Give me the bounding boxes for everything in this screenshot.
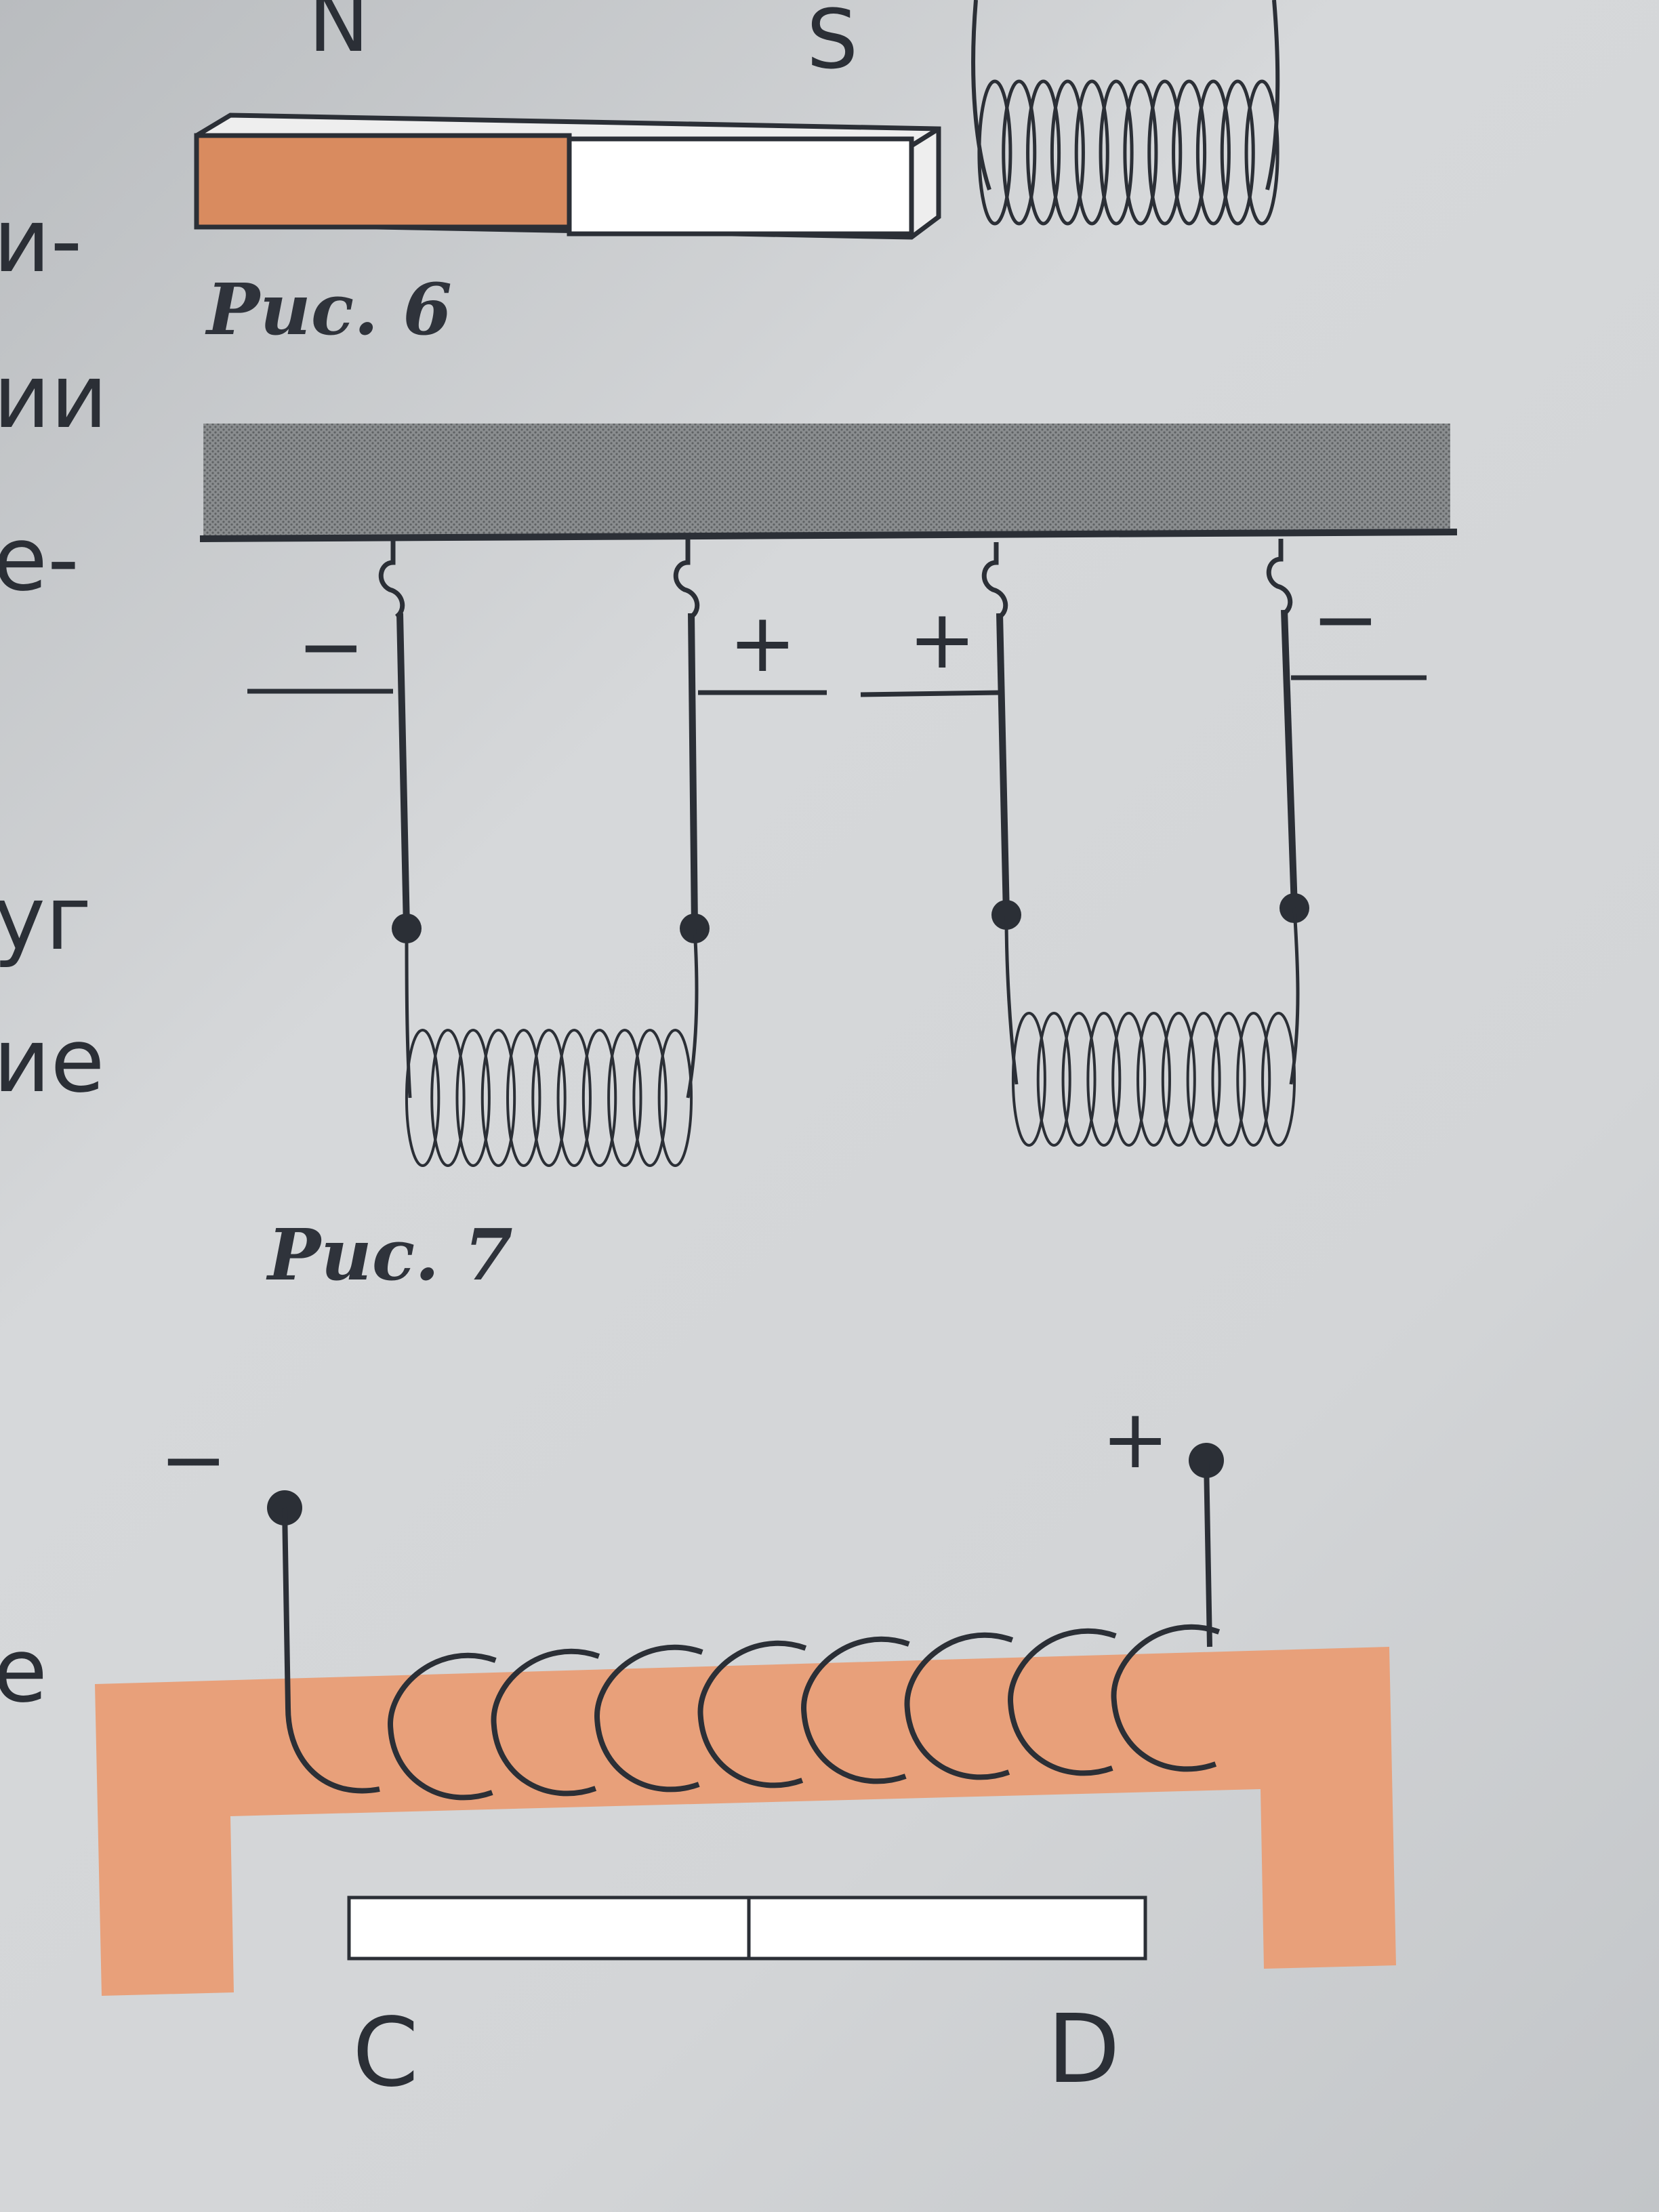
coil-loop: [1172, 79, 1207, 226]
coil-loop: [1061, 1012, 1097, 1147]
winding-turn: [1111, 1624, 1221, 1772]
bar-magnet: [194, 112, 941, 240]
coil-loop: [1261, 1012, 1296, 1147]
coil-loop: [1099, 79, 1134, 226]
coil-loop: [1236, 1012, 1271, 1147]
coil-loop: [1111, 1012, 1147, 1147]
coil-loop: [556, 1029, 592, 1167]
coil-loop: [1011, 1012, 1046, 1147]
left-coil-assembly: [247, 539, 827, 1167]
coil-loop: [405, 1029, 441, 1167]
terminal-sign-3: +: [908, 593, 977, 687]
margin-fragment-4: уг: [0, 867, 92, 970]
coil-loop: [1195, 79, 1231, 226]
u-core: [95, 1647, 1396, 1996]
coil-loop: [430, 1029, 466, 1167]
coil-loop: [1211, 1012, 1246, 1147]
winding-minus-sign: −: [159, 1413, 228, 1507]
south-pole-label: S: [806, 0, 859, 87]
coil-loop: [531, 1029, 567, 1167]
coil-loop: [977, 79, 1012, 226]
label-c: C: [352, 1998, 419, 2108]
coil-loop: [1036, 1012, 1071, 1147]
coil-loop: [1161, 1012, 1196, 1147]
north-pole-label: N: [308, 0, 369, 70]
coil-loop: [1123, 79, 1158, 226]
ceiling-edge: [199, 529, 1458, 542]
margin-fragment-6: е: [0, 1619, 47, 1722]
coil-loop: [1074, 79, 1109, 226]
magnet-north-half: [194, 133, 572, 230]
terminal-sign-1: −: [297, 600, 365, 694]
coil-loop: [1026, 79, 1061, 226]
margin-fragment-5: ие: [0, 1009, 105, 1112]
figure6-caption: Рис. 6: [207, 268, 452, 351]
coil-loop: [1220, 79, 1255, 226]
terminal-sign-2: +: [729, 596, 797, 691]
right-coil-assembly: [860, 539, 1427, 1147]
coil-loop: [1002, 79, 1037, 226]
coil-loop: [581, 1029, 617, 1167]
figure6-coil: [971, 0, 1280, 226]
coil-loop: [1244, 79, 1279, 226]
magnet-south-half: [567, 136, 914, 237]
coil-loop: [632, 1029, 668, 1167]
coil-loop: [455, 1029, 491, 1167]
ceiling-block: [203, 424, 1450, 535]
margin-fragment-2: ии: [0, 345, 108, 448]
winding-turn: [904, 1632, 1014, 1780]
coil-loop: [506, 1029, 541, 1167]
winding-turn: [594, 1644, 703, 1793]
coil-loop: [1050, 79, 1085, 226]
winding-turn: [388, 1652, 497, 1801]
coil-loop: [1086, 1012, 1122, 1147]
coil-loop: [607, 1029, 642, 1167]
label-d: D: [1047, 1994, 1120, 2105]
figure7-caption: Рис. 7: [268, 1213, 513, 1296]
winding-turn: [1008, 1628, 1117, 1776]
coil-loop: [657, 1029, 693, 1167]
core-winding: [267, 1443, 1224, 1801]
winding-plus-sign: +: [1101, 1393, 1170, 1487]
winding-turn: [801, 1636, 910, 1784]
winding-turn: [491, 1648, 600, 1797]
coil-loop: [480, 1029, 516, 1167]
margin-fragment-1: и-: [0, 189, 83, 292]
terminal-sign-4: −: [1311, 573, 1380, 667]
coil-loop: [1186, 1012, 1221, 1147]
coil-loop: [1147, 79, 1183, 226]
coil-loop: [1136, 1012, 1171, 1147]
winding-turn: [697, 1640, 807, 1788]
margin-fragment-3: е-: [0, 508, 79, 611]
